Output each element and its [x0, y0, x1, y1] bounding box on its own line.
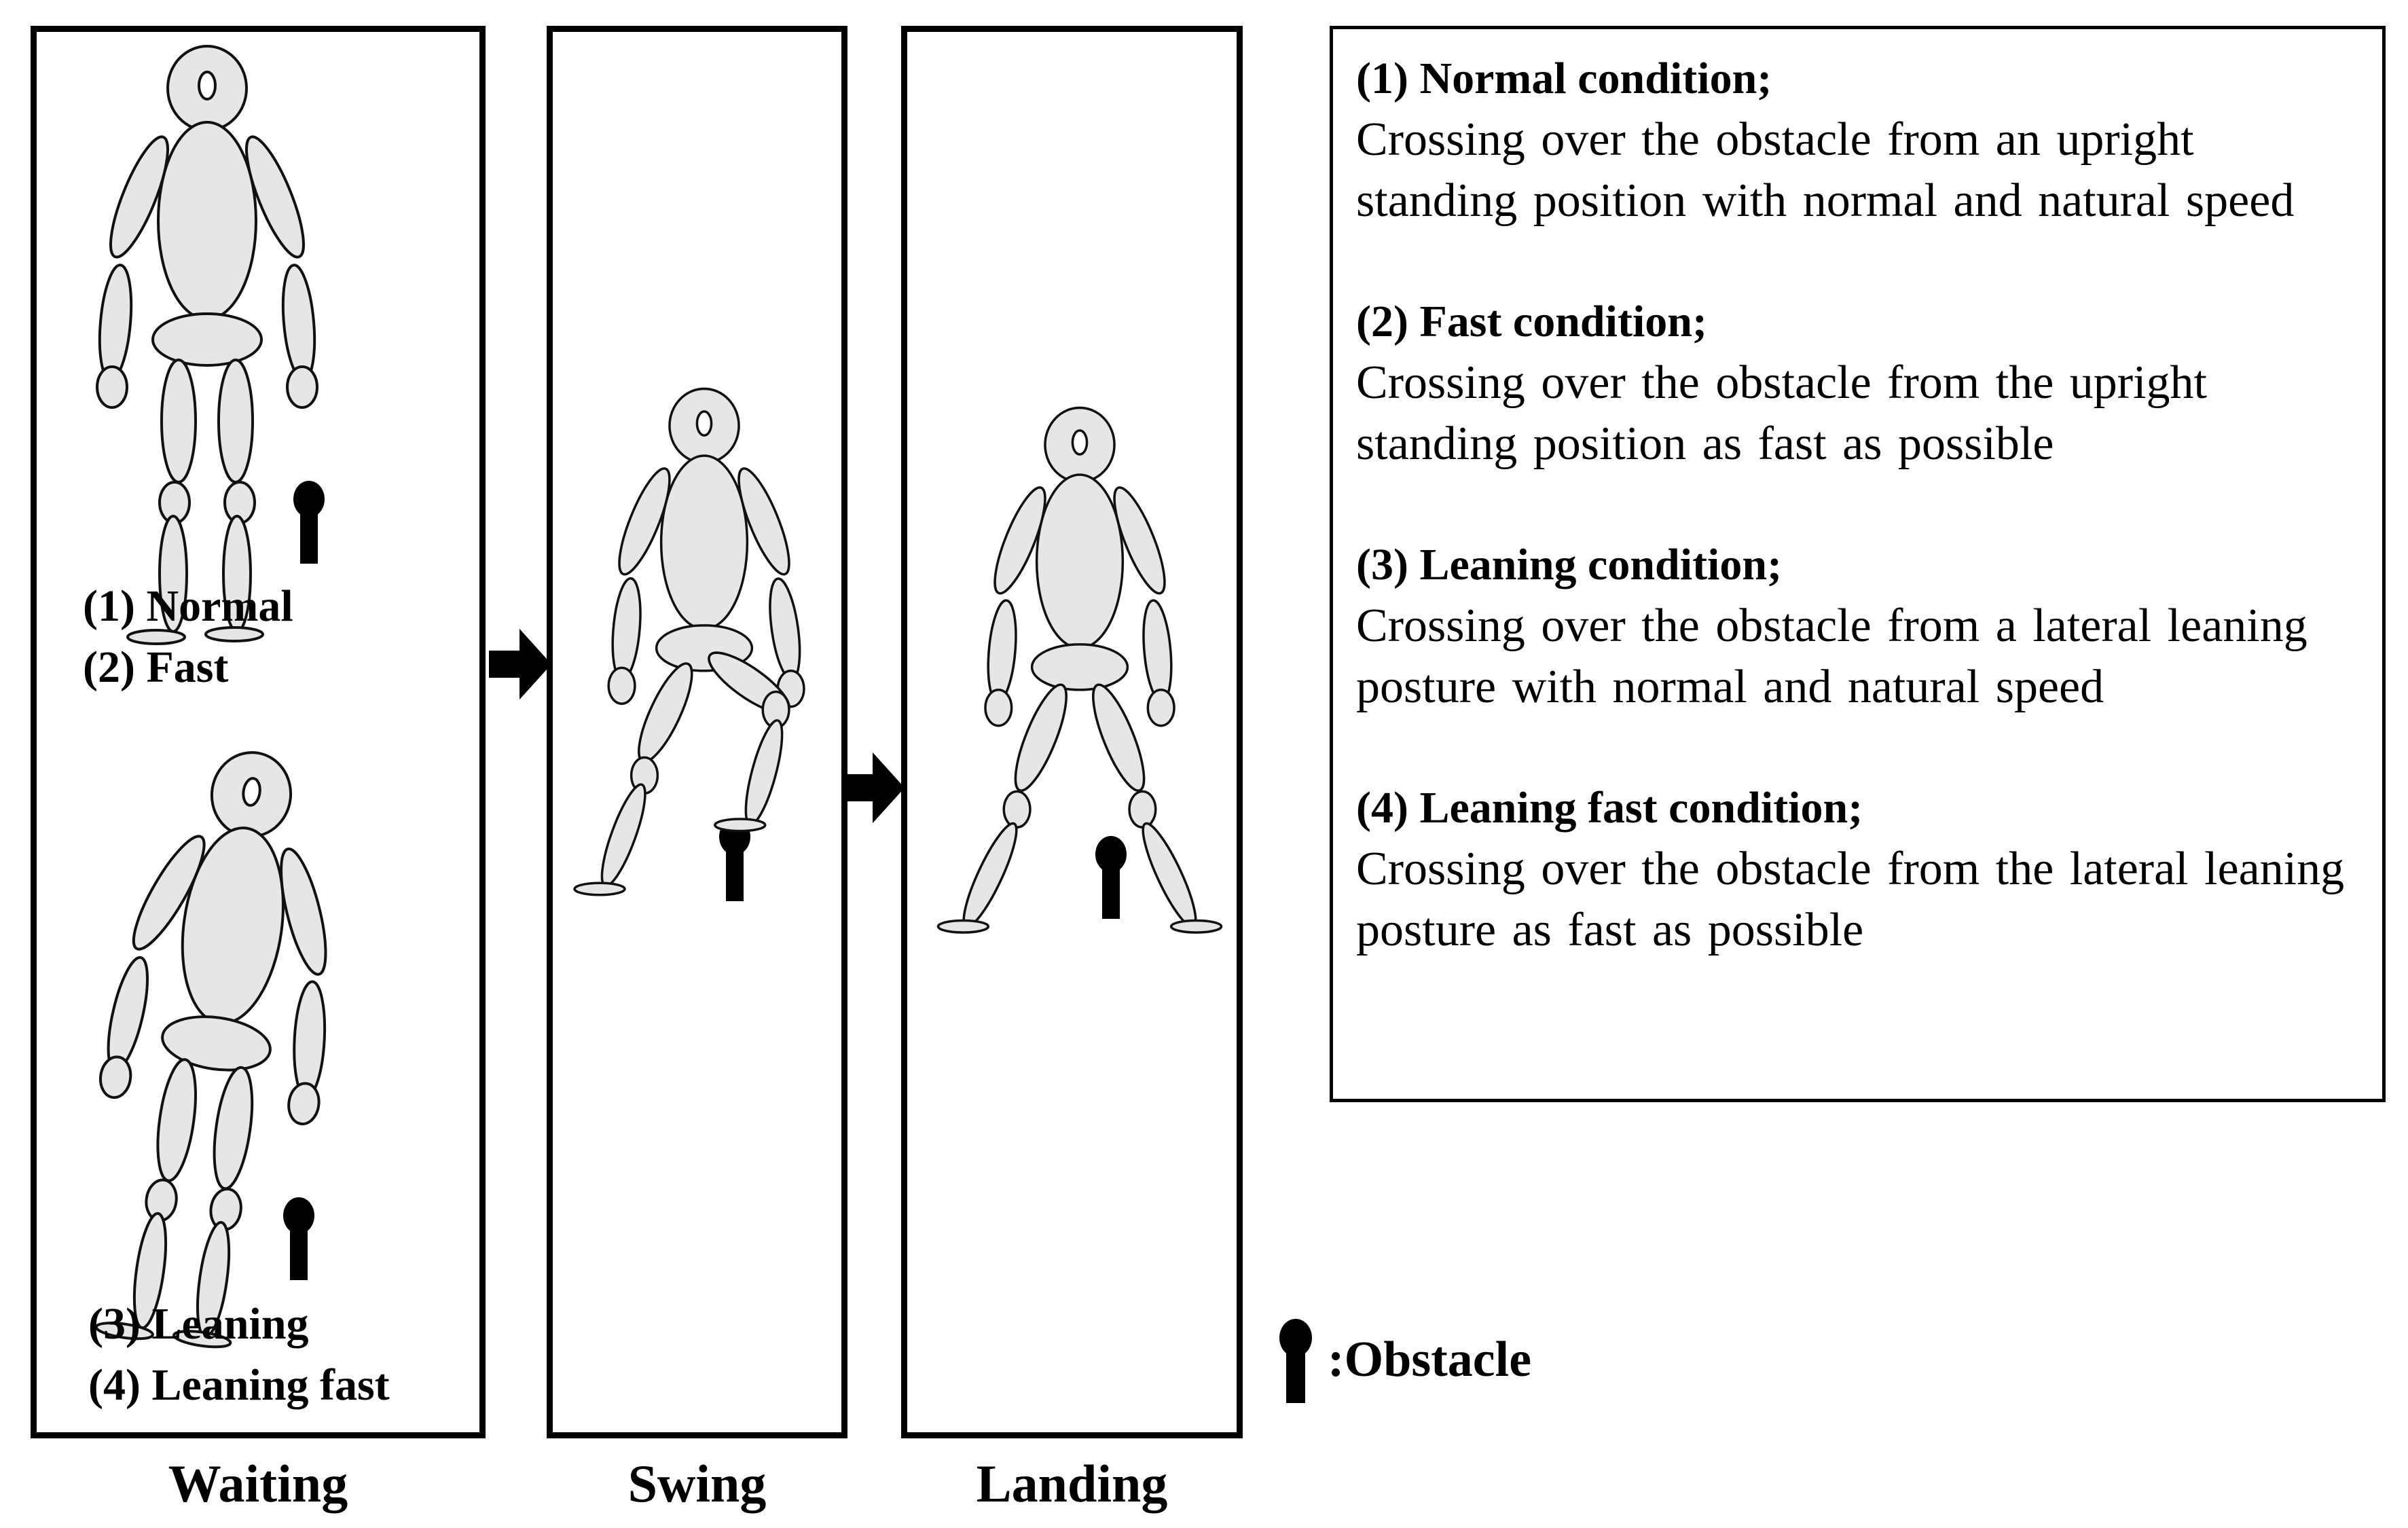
condition-1-description: (1) Normal condition; Crossing over the … [1356, 48, 2362, 232]
condition-2-text: Crossing over the obstacle from the upri… [1356, 357, 2207, 470]
condition-3-title: (3) Leaning condition; [1356, 540, 1783, 589]
arrow-waiting-to-swing-icon [489, 629, 551, 699]
condition-3-description: (3) Leaning condition; Crossing over the… [1356, 534, 2362, 718]
phase-label-swing: Swing [627, 1454, 767, 1513]
label-leaning-fast: (4) Leaning fast [88, 1360, 390, 1410]
condition-4-title: (4) Leaning fast condition; [1356, 783, 1863, 833]
normal-fast-labels: (1) Normal (2) Fast [83, 576, 293, 698]
label-leaning: (3) Leaning [88, 1299, 309, 1349]
conditions-description-box: (1) Normal condition; Crossing over the … [1330, 26, 2386, 1102]
label-normal: (1) Normal [83, 581, 293, 631]
arrow-swing-to-landing-icon [842, 752, 905, 823]
condition-1-text: Crossing over the obstacle from an uprig… [1356, 113, 2295, 227]
obstacle-legend-label: :Obstacle [1328, 1332, 1532, 1387]
condition-1-title: (1) Normal condition; [1356, 54, 1772, 103]
phase-label-landing: Landing [976, 1454, 1168, 1513]
waiting-panel [31, 26, 486, 1438]
leaning-labels: (3) Leaning (4) Leaning fast [88, 1294, 390, 1416]
condition-3-text: Crossing over the obstacle from a latera… [1356, 600, 2307, 713]
swing-panel [547, 26, 847, 1438]
condition-4-description: (4) Leaning fast condition; Crossing ove… [1356, 778, 2362, 961]
condition-4-text: Crossing over the obstacle from the late… [1356, 843, 2345, 956]
phase-label-waiting: Waiting [168, 1454, 348, 1513]
condition-2-title: (2) Fast condition; [1356, 297, 1707, 346]
obstacle-legend-icon [1279, 1319, 1312, 1403]
condition-2-description: (2) Fast condition; Crossing over the ob… [1356, 291, 2362, 475]
landing-panel [901, 26, 1243, 1438]
label-fast: (2) Fast [83, 642, 229, 692]
